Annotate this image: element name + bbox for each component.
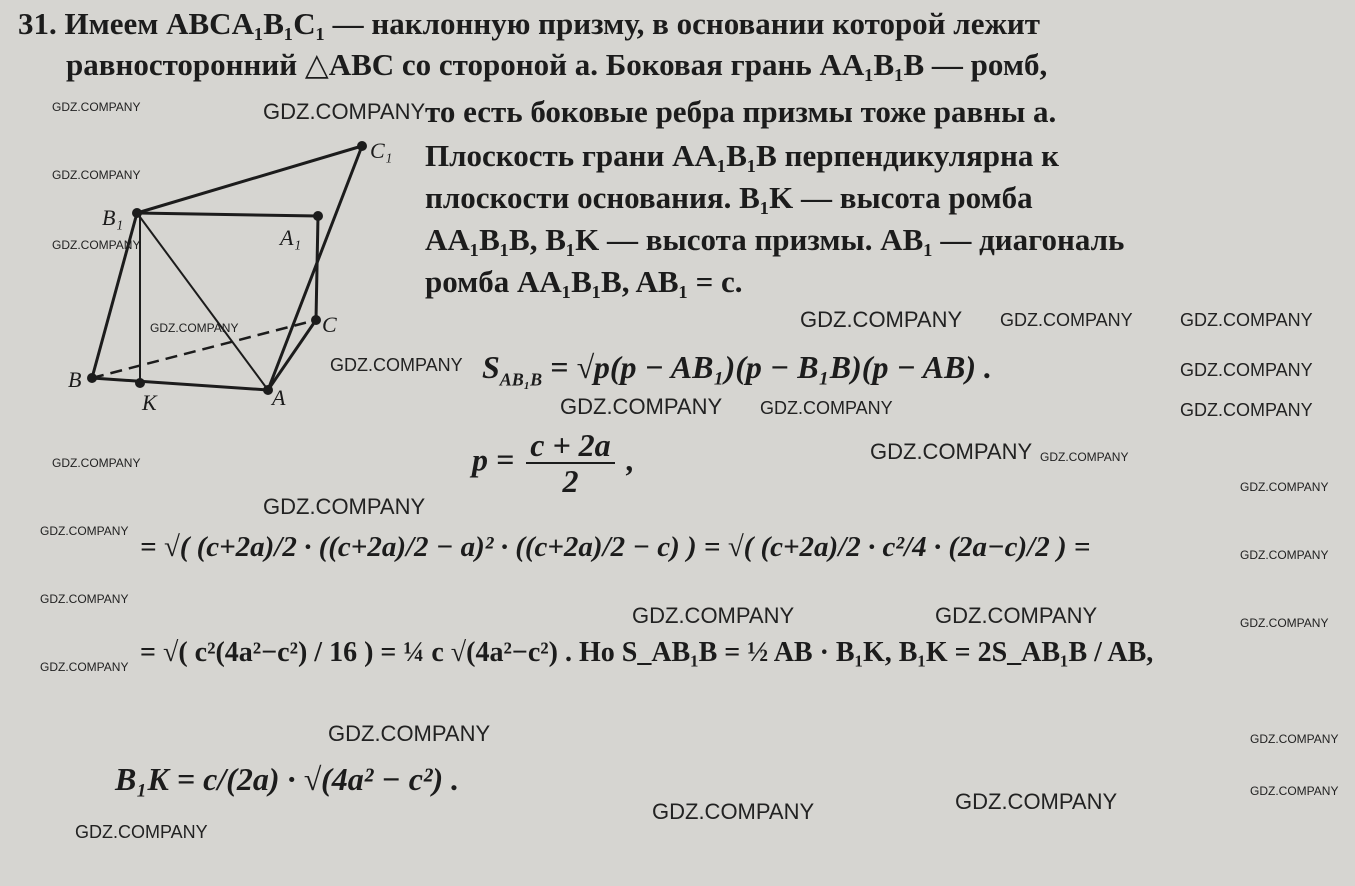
watermark: GDZ.COMPANY: [1180, 310, 1313, 330]
watermark: GDZ.COMPANY: [1240, 616, 1329, 630]
heron-rhs: = √p(p − AB₁)(p − B₁B)(p − AB) .: [550, 349, 992, 385]
prism-diagram: B K A C B₁ A₁ C₁: [68, 138, 392, 415]
watermark: GDZ.COMPANY: [1180, 400, 1313, 420]
watermark: GDZ.COMPANY: [40, 660, 129, 674]
watermark: GDZ.COMPANY: [652, 799, 815, 824]
watermark: GDZ.COMPANY: [52, 456, 141, 470]
problem-line-3: то есть боковые ребра призмы тоже равны …: [425, 94, 1057, 129]
watermark: GDZ.COMPANY: [1040, 450, 1129, 464]
watermark: GDZ.COMPANY: [935, 603, 1098, 628]
watermark: GDZ.COMPANY: [870, 439, 1033, 464]
height-result: B₁K = c/(2a) · √(4a² − c²) .: [115, 761, 460, 797]
watermark: GDZ.COMPANY: [1250, 784, 1339, 798]
problem-line-1-text: Имеем ABCA₁B₁C₁ — наклонную призму, в ос…: [64, 6, 1041, 41]
area-expansion: = √( (c+2a)/2 · ((c+2a)/2 − a)² · ((c+2a…: [140, 531, 1091, 563]
watermark: GDZ.COMPANY: [52, 100, 141, 114]
watermark: GDZ.COMPANY: [800, 307, 963, 332]
problem-number: 31.: [18, 6, 57, 41]
label-C1: C₁: [370, 138, 392, 163]
heron-lhs: S: [482, 349, 500, 385]
area-simplified: = √( c²(4a²−c²) / 16 ) = ¼ c √(4a²−c²) .…: [140, 637, 1154, 668]
p-denominator: 2: [562, 463, 579, 499]
watermark: GDZ.COMPANY: [263, 494, 426, 519]
watermark: GDZ.COMPANY: [40, 592, 129, 606]
watermark: GDZ.COMPANY: [760, 398, 893, 418]
watermark: GDZ.COMPANY: [1240, 548, 1329, 562]
p-tail: ,: [626, 441, 635, 478]
p-lhs: p =: [472, 441, 515, 478]
label-A: A: [270, 385, 286, 410]
watermark: GDZ.COMPANY: [263, 99, 426, 124]
problem-line-5: плоскости основания. B₁K — высота ромба: [425, 180, 1033, 215]
label-B1: B₁: [102, 205, 123, 230]
problem-line-7: ромба AA₁B₁B, AB₁ = c.: [425, 264, 743, 299]
label-A1: A₁: [278, 225, 301, 250]
watermark: GDZ.COMPANY: [955, 789, 1118, 814]
watermark: GDZ.COMPANY: [330, 355, 463, 375]
problem-line-4: Плоскость грани AA₁B₁B перпендикулярна к: [425, 138, 1060, 173]
heron-subscript: AB₁B: [499, 369, 543, 390]
label-B: B: [68, 367, 81, 392]
watermark: GDZ.COMPANY: [1240, 480, 1329, 494]
watermark: GDZ.COMPANY: [1180, 360, 1313, 380]
watermark: GDZ.COMPANY: [52, 168, 141, 182]
watermark: GDZ.COMPANY: [1000, 310, 1133, 330]
heron-formula: SAB₁B = √p(p − AB₁)(p − B₁B)(p − AB) .: [482, 348, 992, 398]
p-numerator: c + 2a: [526, 428, 615, 464]
watermark: GDZ.COMPANY: [560, 394, 723, 419]
problem-line-1: 31. Имеем ABCA₁B₁C₁ — наклонную призму, …: [18, 6, 1040, 42]
problem-line-2: равносторонний △ABC со стороной a. Боков…: [66, 47, 1048, 82]
watermark: GDZ.COMPANY: [632, 603, 795, 628]
watermark: GDZ.COMPANY: [52, 238, 141, 252]
watermark: GDZ.COMPANY: [328, 721, 491, 746]
problem-line-6: AA₁B₁B, B₁K — высота призмы. AB₁ — диаго…: [425, 222, 1125, 257]
label-C: C: [322, 312, 337, 337]
watermark: GDZ.COMPANY: [40, 524, 129, 538]
watermark: GDZ.COMPANY: [75, 822, 208, 842]
watermark: GDZ.COMPANY: [150, 321, 239, 335]
label-K: K: [141, 390, 158, 415]
watermark: GDZ.COMPANY: [1250, 732, 1339, 746]
